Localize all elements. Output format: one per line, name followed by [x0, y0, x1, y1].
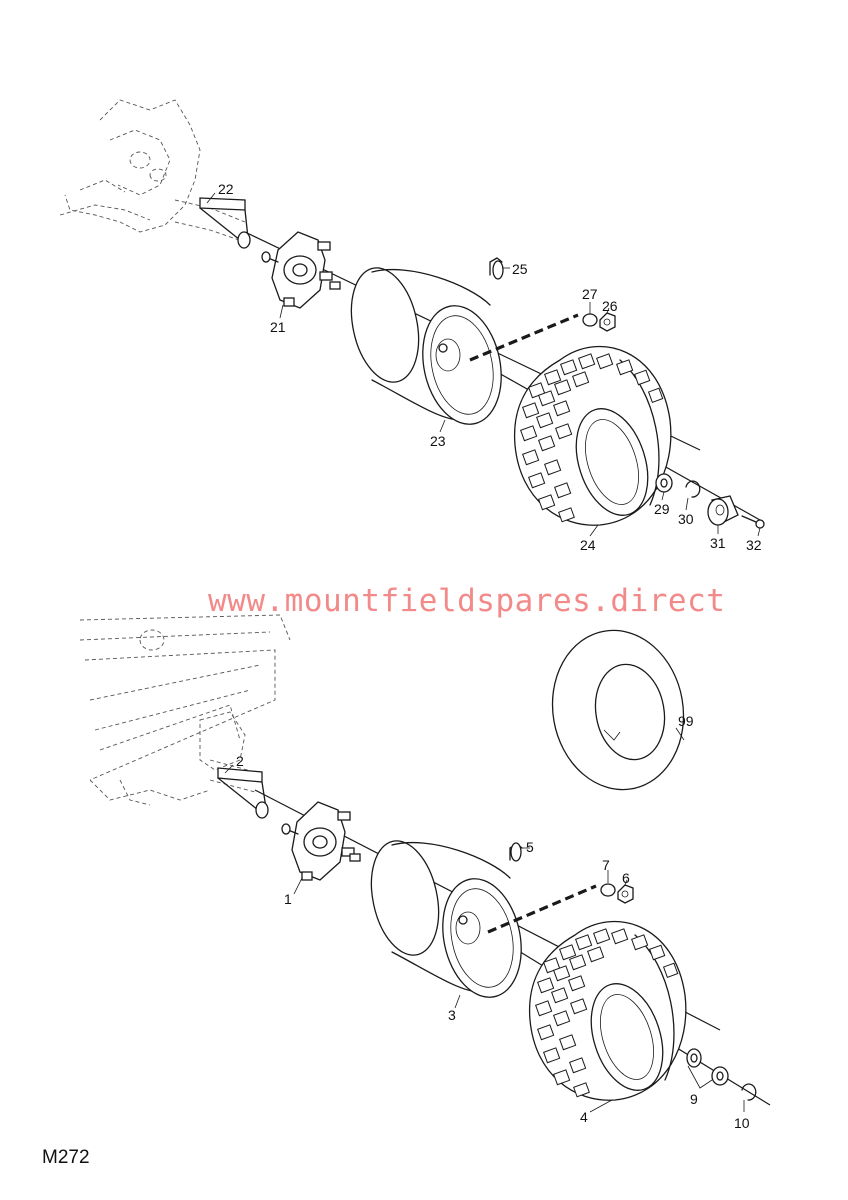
callout-31: 31 — [710, 535, 726, 551]
callout-6: 6 — [622, 870, 630, 886]
callout-5: 5 — [526, 839, 534, 855]
callout-21: 21 — [270, 319, 286, 335]
callout-26: 26 — [602, 298, 618, 314]
callout-24: 24 — [580, 537, 596, 553]
callout-25: 25 — [512, 261, 528, 277]
lower-parts-7-6-washer-nut — [600, 883, 634, 904]
callout-99: 99 — [678, 713, 694, 729]
callout-23: 23 — [430, 433, 446, 449]
callout-30: 30 — [678, 511, 694, 527]
callout-3: 3 — [448, 1007, 456, 1023]
upper-parts-27-26-washer-nut — [582, 312, 616, 332]
lower-part-2-shaft-key — [217, 767, 269, 819]
lower-callout-labels: 2 99 5 7 6 1 3 4 9 10 — [236, 713, 750, 1131]
upper-wheel-assembly: 22 25 27 26 21 23 24 29 30 31 32 — [59, 99, 765, 553]
lower-part-3-rim — [370, 840, 523, 998]
upper-part-24-tyre — [513, 345, 672, 526]
callout-7: 7 — [602, 857, 610, 873]
lower-part-1-hub — [281, 801, 361, 881]
callout-2: 2 — [236, 753, 244, 769]
upper-parts-29-32-retainer — [655, 473, 765, 529]
lower-tyre-tread-blocks — [535, 928, 679, 1098]
upper-part-21-hub — [261, 231, 341, 309]
callout-9: 9 — [690, 1091, 698, 1107]
upper-callout-labels: 22 25 27 26 21 23 24 29 30 31 32 — [218, 181, 762, 553]
upper-part-23-rim — [350, 257, 504, 425]
watermark-text: www.mountfieldspares.direct — [208, 583, 725, 619]
upper-transaxle-housing — [59, 99, 246, 243]
callout-1: 1 — [284, 891, 292, 907]
callout-4: 4 — [580, 1109, 588, 1125]
lower-parts-9-10-retainer — [686, 1048, 757, 1101]
figure-code: M272 — [42, 1147, 90, 1168]
callout-27: 27 — [582, 286, 598, 302]
lower-chassis-frame — [79, 614, 291, 806]
callout-22: 22 — [218, 181, 234, 197]
lower-wheel-assembly: 2 99 5 7 6 1 3 4 9 10 — [79, 614, 771, 1131]
lower-part-4-tyre — [528, 920, 687, 1101]
upper-part-22-shaft-key — [199, 197, 251, 249]
callout-29: 29 — [654, 501, 670, 517]
lower-part-99-inner-tube — [551, 629, 685, 791]
upper-tyre-tread-blocks — [520, 353, 664, 523]
callout-10: 10 — [734, 1115, 750, 1131]
callout-32: 32 — [746, 537, 762, 553]
